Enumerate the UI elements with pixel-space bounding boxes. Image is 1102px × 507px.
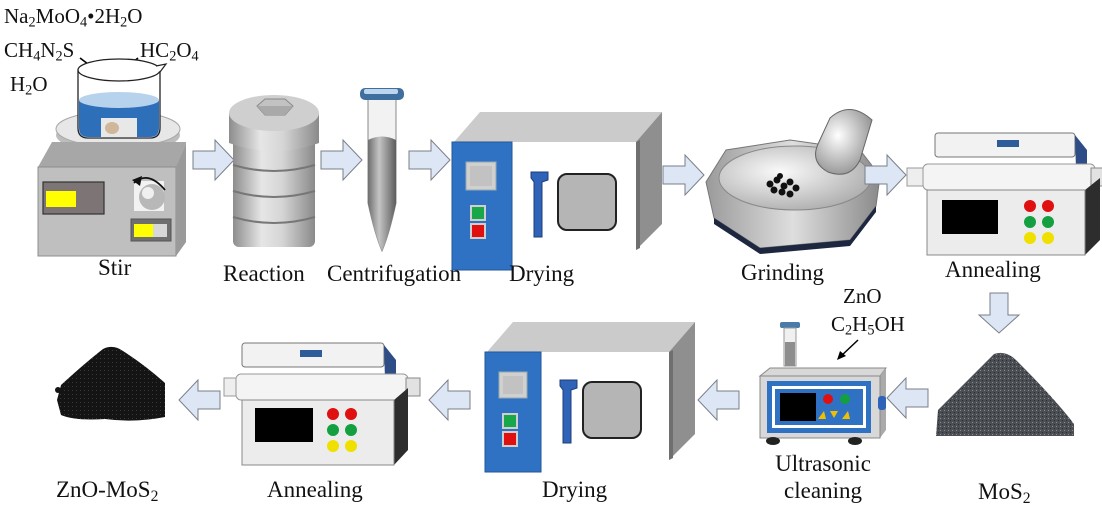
text: 4 xyxy=(191,48,199,65)
flow-arrow-right-2 xyxy=(320,138,363,182)
step-label-centrifugation: Centrifugation xyxy=(327,261,462,286)
text: cleaning xyxy=(784,478,862,503)
reagent-sodium-molybdate: Na2MoO4•2H2O xyxy=(4,6,142,30)
step-label-product: ZnO-MoS2 xyxy=(56,478,158,505)
text: CH xyxy=(4,38,34,62)
drying-oven-icon xyxy=(484,322,695,473)
step-label-annealing-top: Annealing xyxy=(945,257,1041,282)
step-label-annealing-bottom: Annealing xyxy=(267,477,363,502)
autoclave-reactor-icon xyxy=(229,95,319,247)
text: 2 xyxy=(28,14,36,31)
text: MoO xyxy=(35,4,80,28)
text: 2 xyxy=(120,14,128,31)
text: 2 xyxy=(55,48,63,65)
reagent-ethanol: C2H5OH xyxy=(831,314,905,338)
text: O xyxy=(176,38,192,62)
reagent-water: H2O xyxy=(10,74,47,98)
centrifuge-tube-icon xyxy=(360,88,404,253)
text: 4 xyxy=(33,48,41,65)
tube-furnace-icon xyxy=(906,132,1102,256)
flow-arrow-left-1 xyxy=(886,376,929,420)
text: ZnO-MoS xyxy=(56,477,151,502)
step-label-ultrasonic: Ultrasonic cleaning xyxy=(768,450,878,504)
step-label-drying-top: Drying xyxy=(509,261,575,286)
flow-arrow-left-3 xyxy=(428,378,471,422)
mos2-powder-icon xyxy=(936,352,1074,436)
text: Na xyxy=(4,4,29,28)
tube-furnace-icon xyxy=(223,342,421,466)
text: Ultrasonic xyxy=(775,451,871,476)
text: C xyxy=(831,312,846,336)
flow-arrow-right-5 xyxy=(864,153,907,197)
flow-arrow-down xyxy=(977,292,1021,334)
flow-arrow-left-4 xyxy=(178,378,221,422)
text: MoS xyxy=(978,479,1023,504)
text: HC xyxy=(140,38,170,62)
step-label-mos2: MoS2 xyxy=(978,480,1031,507)
text: 4 xyxy=(79,14,88,31)
reagent-zno: ZnO xyxy=(843,284,882,308)
text: O xyxy=(127,4,143,28)
text: H xyxy=(852,312,868,336)
zno-mos2-powder-icon xyxy=(55,346,165,421)
text: O xyxy=(32,72,48,96)
flow-arrow-right-4 xyxy=(662,153,705,197)
text: 2 xyxy=(1022,489,1031,507)
ultrasonic-cleaner-icon xyxy=(758,322,887,445)
text: •2H xyxy=(87,4,121,28)
text: 2 xyxy=(169,48,177,65)
text: 2 xyxy=(25,82,33,99)
text: N xyxy=(40,38,56,62)
flow-arrow-right-3 xyxy=(408,138,451,182)
step-label-drying-bottom: Drying xyxy=(542,477,608,502)
mortar-pestle-icon xyxy=(705,109,881,254)
step-label-reaction: Reaction xyxy=(223,261,305,286)
text: 2 xyxy=(150,487,159,505)
text: H xyxy=(10,72,26,96)
magnetic-stirrer-icon xyxy=(37,57,186,257)
flow-arrow-left-2 xyxy=(697,378,740,422)
text: OH xyxy=(874,312,905,336)
text: 5 xyxy=(867,322,875,339)
step-label-grinding: Grinding xyxy=(741,260,825,285)
drying-oven-icon xyxy=(451,112,662,271)
step-label-stir: Stir xyxy=(98,255,132,280)
text: 2 xyxy=(845,322,853,339)
flow-arrow-right-1 xyxy=(192,138,235,182)
reagent-oxalic-acid: HC2O4 xyxy=(140,40,199,64)
reagent-thiourea: CH4N2S xyxy=(4,40,74,64)
text: S xyxy=(62,38,75,62)
